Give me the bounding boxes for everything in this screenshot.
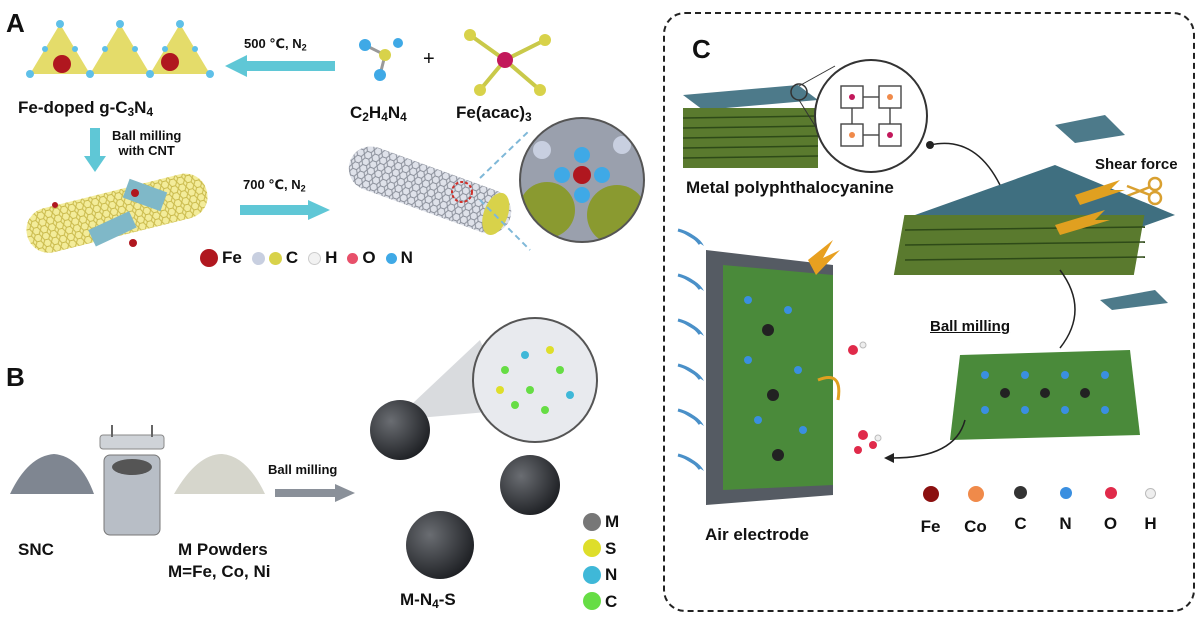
panel-b-legend: M S N C bbox=[583, 510, 629, 616]
shear-force-label: Shear force bbox=[1095, 156, 1178, 173]
fe-doped-gcn-lattice-illustration bbox=[26, 20, 214, 78]
air-electrode-label: Air electrode bbox=[705, 525, 809, 544]
stacked-polyphthalocyanine-sheets-illustration bbox=[682, 85, 819, 168]
snc-label: SNC bbox=[18, 540, 54, 559]
curved-arrow-top bbox=[926, 141, 1001, 186]
fe-n-doped-cnt-product-illustration bbox=[348, 146, 512, 236]
m-dot bbox=[583, 512, 601, 531]
small-flakes-illustration bbox=[1055, 115, 1168, 310]
panel-b-letter: B bbox=[6, 362, 25, 392]
fe-dot bbox=[200, 249, 218, 267]
down-arrow-icon bbox=[84, 128, 106, 172]
c-dot-yellow bbox=[268, 251, 282, 265]
cnt-with-fe-gcn-illustration bbox=[26, 173, 208, 253]
fe-n4-site-zoom-illustration bbox=[519, 117, 645, 243]
panel-c-letter: C bbox=[692, 34, 711, 64]
arrow-to-electrode bbox=[884, 419, 966, 463]
o-dot-c bbox=[1104, 487, 1117, 499]
h-dot-c bbox=[1145, 488, 1156, 499]
zoom-lines bbox=[479, 129, 531, 251]
phthalocyanine-structure-zoom-illustration bbox=[814, 59, 928, 173]
right-arrow-icon bbox=[240, 200, 330, 220]
c2h4n4-label: C2H4N4 bbox=[350, 103, 407, 124]
fe-acac-label: Fe(acac)3 bbox=[456, 103, 532, 124]
m-equals-label: M=Fe, Co, Ni bbox=[168, 562, 271, 581]
condition-700c-label: 700 ℃, N2 bbox=[243, 177, 306, 194]
panel-a-legend: Fe C H O N bbox=[200, 248, 423, 268]
panel-a-letter: A bbox=[6, 8, 25, 38]
metal-powder-pile-illustration bbox=[174, 454, 265, 494]
right-arrow-gray-icon bbox=[275, 484, 355, 502]
snc-powder-pile-illustration bbox=[10, 454, 94, 494]
n-dot bbox=[385, 252, 397, 264]
o-dot bbox=[347, 252, 359, 264]
co-dot bbox=[967, 486, 984, 502]
m-n4-s-label: M-N4-S bbox=[400, 590, 456, 611]
curved-arrow-down bbox=[1059, 269, 1076, 349]
ball-milling-c-label: Ball milling bbox=[930, 318, 1011, 335]
condition-500c-label: 500 ℃, N2 bbox=[244, 36, 307, 53]
dicyandiamide-molecule-illustration bbox=[359, 38, 403, 81]
plus-sign: + bbox=[423, 48, 435, 70]
scissors-icon bbox=[1126, 176, 1163, 206]
h-dot bbox=[308, 251, 322, 265]
fe-dot-c bbox=[922, 486, 939, 502]
sheared-sheets-illustration bbox=[893, 165, 1175, 275]
n-dot-c bbox=[1059, 487, 1072, 499]
panel-c-dashed-border bbox=[663, 12, 1195, 612]
m-n4-s-spheres-illustration bbox=[370, 317, 598, 579]
ball-mill-jar-illustration bbox=[99, 425, 165, 536]
ball-milling-b-label: Ball milling bbox=[268, 462, 338, 477]
n-dot-b bbox=[583, 565, 601, 584]
c-dot-b bbox=[583, 592, 601, 610]
s-dot bbox=[583, 539, 601, 557]
metal-polyphthalocyanine-label: Metal polyphthalocyanine bbox=[686, 178, 894, 197]
fe-acac-molecule-illustration bbox=[464, 29, 551, 96]
polyphthalocyanine-nanosheet-illustration bbox=[950, 350, 1140, 440]
air-electrode-illustration bbox=[677, 228, 882, 505]
fe-doped-gcn-label: Fe-doped g-C3N4 bbox=[18, 98, 154, 119]
c-dot-gray bbox=[251, 251, 265, 265]
panel-c-legend: Fe Co C N O H bbox=[908, 486, 1168, 537]
ball-milling-cnt-label: Ball milling with CNT bbox=[112, 128, 182, 158]
m-powders-label: M Powders bbox=[178, 540, 268, 559]
c-dot-c bbox=[1014, 486, 1027, 499]
left-arrow-icon bbox=[225, 55, 335, 77]
